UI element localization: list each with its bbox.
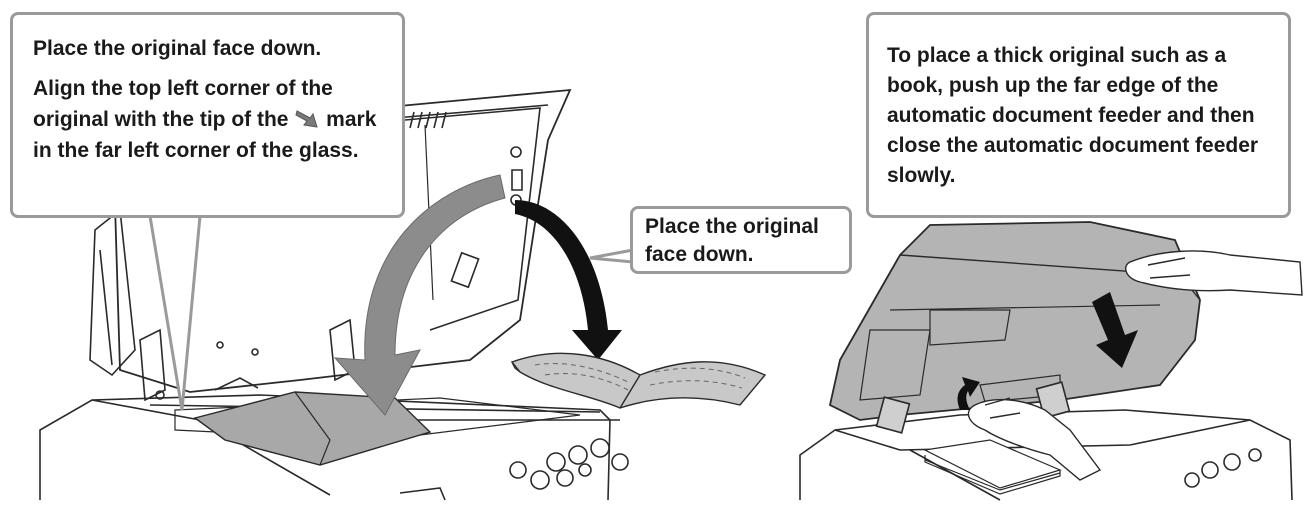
- callout-left-line2: Align the top left corner of the origina…: [33, 73, 388, 166]
- callout-middle-text: Place the original face down.: [645, 213, 841, 269]
- callout-middle: Place the original face down.: [630, 206, 852, 274]
- callout-left: Place the original face down. Align the …: [10, 12, 405, 218]
- corner-mark-arrow-icon: [294, 108, 320, 130]
- flip-arrow-black: [515, 200, 622, 360]
- callout-left-line2-before: Align the top left corner of the origina…: [33, 77, 333, 131]
- open-book: [512, 353, 765, 408]
- document-on-glass: [195, 392, 430, 465]
- callout-right: To place a thick original such as a book…: [866, 12, 1291, 218]
- callout-left-line1: Place the original face down.: [33, 33, 388, 64]
- callout-right-text: To place a thick original such as a book…: [887, 41, 1276, 191]
